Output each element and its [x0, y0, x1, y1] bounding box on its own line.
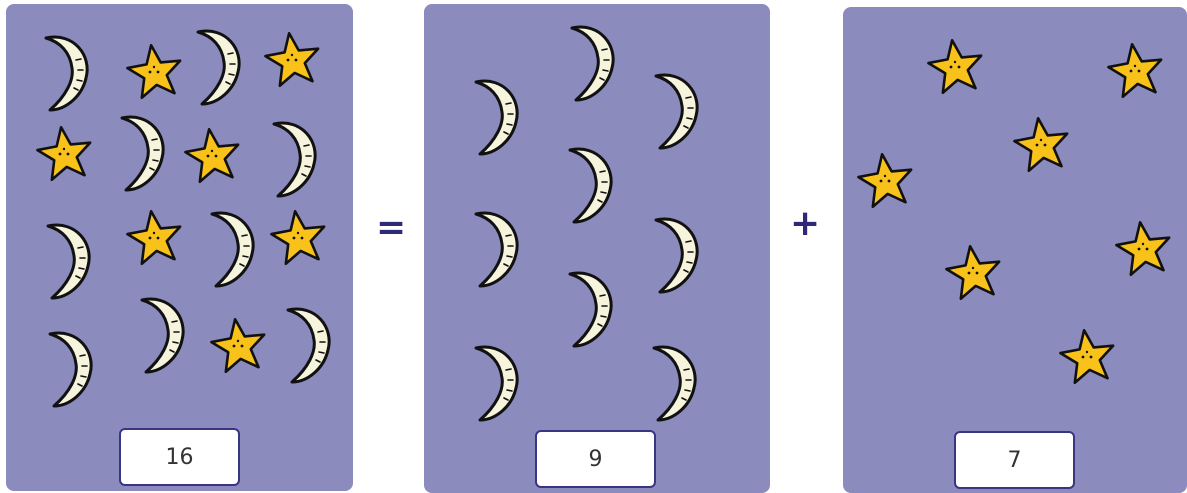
star-icon [1011, 115, 1073, 173]
panel-all-items: 16 [6, 4, 353, 491]
moon-icon [190, 24, 246, 108]
count-box-all-items[interactable]: 16 [119, 428, 240, 486]
moon-icon [562, 142, 618, 226]
moon-icon [646, 340, 702, 424]
panel-moons: 9 [424, 4, 770, 493]
equals-sign: = [376, 207, 407, 248]
moon-icon [562, 266, 618, 350]
star-icon [268, 208, 330, 266]
moon-icon [564, 20, 620, 104]
star-icon [1057, 327, 1119, 385]
moon-icon [266, 116, 322, 200]
moon-icon [648, 68, 704, 152]
count-box-stars[interactable]: 7 [954, 431, 1075, 489]
moon-icon [134, 292, 190, 376]
star-icon [1113, 219, 1175, 277]
panel-stars: 7 [843, 7, 1187, 493]
star-icon [1105, 41, 1167, 99]
moon-icon [42, 326, 98, 410]
star-icon [925, 37, 987, 95]
star-icon [855, 151, 917, 209]
star-icon [182, 126, 244, 184]
star-icon [262, 30, 324, 88]
moon-icon [468, 340, 524, 424]
moon-icon [468, 206, 524, 290]
star-icon [124, 208, 186, 266]
star-icon [208, 316, 270, 374]
star-icon [943, 243, 1005, 301]
star-icon [34, 124, 96, 182]
moon-icon [114, 110, 170, 194]
moon-icon [280, 302, 336, 386]
moon-icon [40, 218, 96, 302]
moon-icon [38, 30, 94, 114]
panel-moons-objects [424, 4, 770, 493]
moon-icon [648, 212, 704, 296]
moon-icon [468, 74, 524, 158]
count-box-moons[interactable]: 9 [535, 430, 656, 488]
panel-all-items-objects [6, 4, 353, 491]
panel-stars-objects [843, 7, 1187, 493]
moon-icon [204, 206, 260, 290]
star-icon [124, 42, 186, 100]
plus-sign: + [790, 203, 821, 244]
